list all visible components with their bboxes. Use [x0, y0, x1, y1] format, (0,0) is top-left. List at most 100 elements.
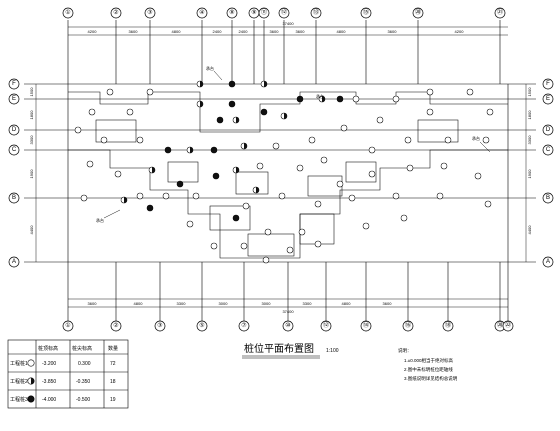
pile-type3	[164, 146, 172, 154]
pile-type1	[136, 192, 144, 200]
axis-bubble-top-label: ③	[147, 9, 152, 16]
pile-type1	[114, 170, 122, 178]
note-item: 3.图纸说明详见结构总说明	[404, 375, 458, 382]
pile-type1	[362, 222, 370, 230]
bottom-span-dimension: 3600	[88, 301, 98, 306]
table-row-top: -3.200	[42, 361, 56, 367]
pile-type2-fill	[200, 101, 203, 107]
axis-bubble-left	[8, 93, 20, 105]
pile-type1	[210, 242, 218, 250]
axis-bubble-right	[542, 124, 554, 136]
pile-type3	[216, 116, 224, 124]
axis-bubble-bottom	[442, 320, 454, 332]
axis-bubble-top	[258, 7, 270, 19]
pile-type1	[272, 142, 280, 150]
axis-bubble-top	[226, 7, 238, 19]
pile-type1	[440, 162, 448, 170]
axis-bubble-top	[494, 7, 506, 19]
axis-bubble-right	[542, 93, 554, 105]
axis-bubble-bottom-label: ⑤	[199, 322, 204, 329]
axis-bubble-bottom-label: ⑳	[497, 321, 503, 329]
axis-bubble-bottom	[196, 320, 208, 332]
table-header-top: 桩顶标高	[38, 345, 58, 352]
pile-type1	[86, 160, 94, 168]
bottom-span-dimension: 4800	[342, 301, 352, 306]
pile-type3	[260, 108, 268, 116]
axis-bubble-bottom-label: ⑩	[285, 322, 290, 329]
pile-type1	[352, 95, 360, 103]
axis-bubble-top-label: ⑧	[229, 9, 234, 16]
pile-type2-fill	[190, 147, 193, 153]
top-span-dimension: 4200	[455, 29, 465, 34]
axis-bubble-bottom-label: ⑯	[405, 321, 411, 329]
pile-type1	[340, 124, 348, 132]
axis-bubble-bottom-label: ㉒	[505, 321, 511, 329]
table-header-count: 数量	[108, 345, 118, 352]
axis-bubble-left	[8, 124, 20, 136]
axis-bubble-bottom-label: ⑫	[323, 321, 329, 329]
table-header-tip: 桩尖标高	[72, 345, 92, 352]
pile-type1	[136, 136, 144, 144]
top-span-dimension: 3600	[129, 29, 139, 34]
axis-grid	[24, 20, 536, 322]
legend-filled-circle-icon	[27, 395, 35, 403]
pile-type2-fill	[152, 167, 155, 173]
bottom-span-dimension: 3000	[262, 301, 272, 306]
axis-bubble-left-label: B	[12, 195, 16, 201]
drawing-scale: 1:100	[326, 348, 339, 354]
axis-bubble-bottom	[62, 320, 74, 332]
left-span-dimension: 1900	[29, 169, 34, 179]
pile-type1	[400, 214, 408, 222]
axis-bubble-left-label: C	[12, 147, 17, 153]
pile-type1	[162, 192, 170, 200]
axis-bubble-top	[62, 7, 74, 19]
axis-bubble-right-label: A	[546, 259, 550, 265]
pile-type1	[80, 194, 88, 202]
drawing-title: 桩位平面布置图	[244, 342, 314, 355]
top-total-dimension: 37400	[282, 21, 294, 26]
axis-bubble-top-label: ⑳	[415, 8, 421, 16]
pile-type2-fill	[264, 81, 267, 87]
right-span-dimension: 3300	[527, 135, 532, 145]
pile-type1	[278, 192, 286, 200]
table-row-count: 18	[110, 379, 116, 385]
left-span-dimension: 1800	[29, 110, 34, 120]
pile-type3	[210, 146, 218, 154]
right-span-dimension: 1500	[527, 87, 532, 97]
axis-bubble-bottom	[238, 320, 250, 332]
pile-type2-fill	[124, 197, 127, 203]
pile-type3	[296, 95, 304, 103]
axis-bubble-right	[542, 192, 554, 204]
top-span-dimension: 4200	[88, 29, 98, 34]
axis-bubble-right-label: F	[546, 81, 550, 87]
note-item: 1.±0.000相当于绝对标高	[404, 357, 453, 364]
axis-bubble-left	[8, 144, 20, 156]
table-row-count: 72	[110, 361, 116, 367]
pile-type1	[242, 202, 250, 210]
axis-bubble-top	[310, 7, 322, 19]
axis-bubble-bottom-label: ③	[157, 322, 162, 329]
axis-bubble-bottom-label: ⑱	[445, 321, 451, 329]
pile-type3	[228, 80, 236, 88]
pile-type2-fill	[244, 143, 247, 149]
pile-type1	[484, 200, 492, 208]
axis-bubble-right-label: D	[546, 127, 551, 133]
table-row-tip: 0.300	[78, 361, 91, 367]
pile-type1	[368, 170, 376, 178]
pile-type1	[486, 108, 494, 116]
top-span-dimension: 3600	[270, 29, 280, 34]
axis-bubble-bottom	[282, 320, 294, 332]
pile-type3	[336, 95, 344, 103]
pile-type1	[474, 172, 482, 180]
bottom-span-dimension: 4800	[134, 301, 144, 306]
pile-type1	[404, 136, 412, 144]
pile-type2-fill	[236, 117, 239, 123]
cap-tag-2: 承台	[96, 217, 104, 223]
pile-type1	[314, 240, 322, 248]
axis-bubble-top	[144, 7, 156, 19]
left-span-dimension: 4400	[29, 225, 34, 235]
